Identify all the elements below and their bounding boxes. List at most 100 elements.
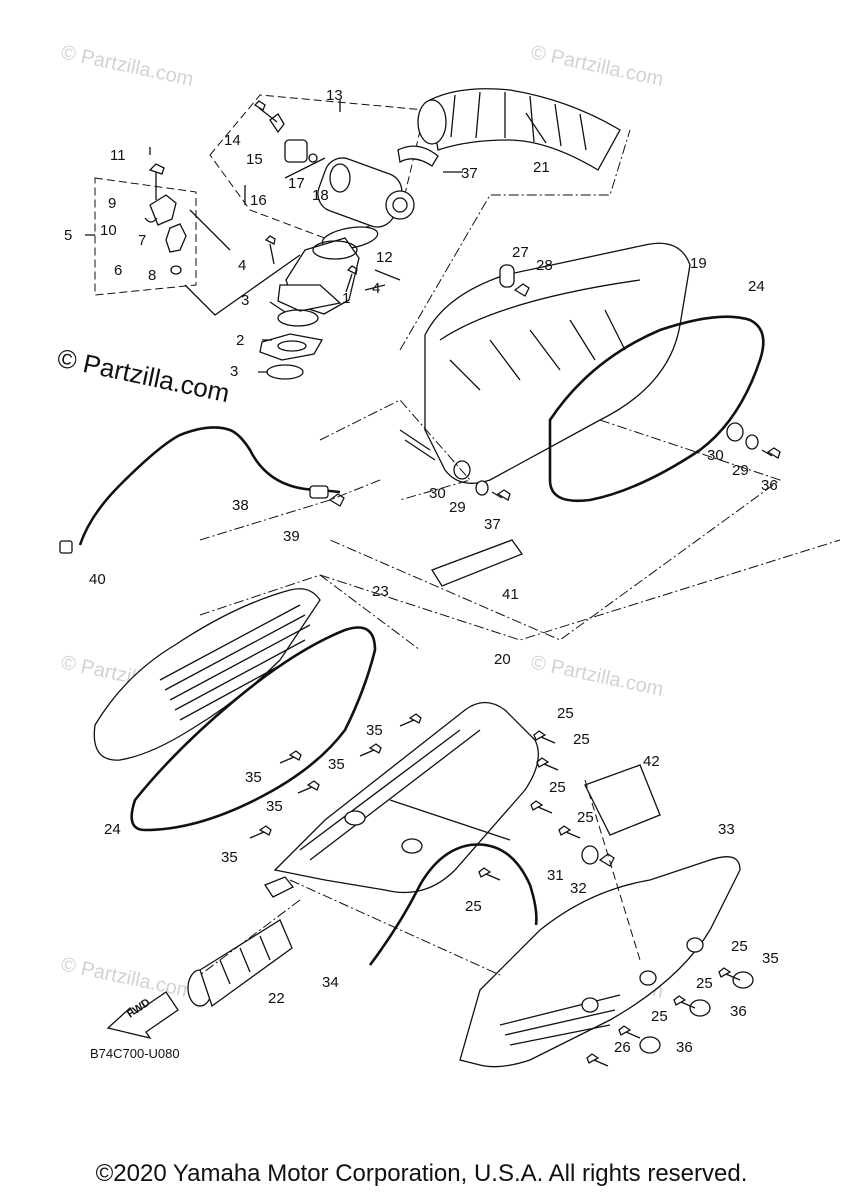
sponge-43: [584, 764, 661, 836]
callout-3: 3: [230, 363, 238, 380]
callout-35: 35: [245, 769, 262, 786]
callout-29: 29: [449, 499, 466, 516]
callout-labels: 1 2 3 3 4 4 5 6 7 8 9 10 11 12 13 14 15 …: [64, 87, 779, 1056]
screw-14: [253, 100, 278, 123]
callout-30: 30: [429, 485, 446, 502]
bolt-11: [148, 163, 165, 200]
watermark: © Partzilla.com: [59, 953, 195, 1003]
callout-30: 30: [707, 447, 724, 464]
guide-lower-b: [289, 879, 501, 976]
callout-36: 35: [762, 950, 779, 967]
clamp-38: [397, 145, 439, 167]
bracket-15: [269, 113, 285, 134]
callout-25: 25: [465, 898, 482, 915]
callout-21: 21: [533, 159, 550, 176]
callout-14: 14: [224, 132, 241, 149]
collar-30-left: [453, 460, 471, 480]
callout-37: 37: [484, 516, 501, 533]
throttle-body-assembly: [85, 88, 621, 380]
cap-ribs: [299, 729, 511, 861]
callout-13: 13: [326, 87, 343, 104]
grommet-36-a: [732, 971, 754, 989]
seal-24-lower: [130, 626, 377, 832]
callout-4: 4: [372, 280, 380, 297]
callout-27: 27: [512, 244, 529, 261]
fwd-arrow-icon: [106, 991, 179, 1040]
callout-19: 19: [690, 255, 707, 272]
callout-11: 11: [110, 147, 126, 164]
grommet-27: [499, 264, 515, 288]
collar-29-right: [745, 434, 759, 450]
callout-35: 35: [366, 722, 383, 739]
callout-20: 20: [494, 651, 511, 668]
callout-34: 34: [322, 974, 339, 991]
kit-box-5: [94, 177, 197, 296]
leader-lines-upper-2: [258, 112, 547, 373]
callout-33: 33: [718, 821, 735, 838]
hose-end: [309, 485, 329, 499]
callout-9: 9: [108, 195, 116, 212]
guide-lower-a: [584, 779, 641, 961]
injector-6: [165, 223, 187, 253]
insulator-hole: [277, 340, 307, 352]
throttle-sensor: [284, 139, 308, 163]
callout-38: 37: [461, 165, 478, 182]
leader-lines-upper: [85, 100, 341, 316]
callout-1: 1: [342, 290, 350, 307]
callout-28: 28: [536, 257, 553, 274]
callout-10: 10: [100, 222, 117, 239]
joint-flange: [277, 284, 342, 312]
clip-40: [328, 493, 345, 507]
plug-41: [59, 540, 73, 554]
cap-boss: [344, 810, 366, 826]
guide-line-c: [199, 479, 381, 541]
callout-25: 25: [573, 731, 590, 748]
callout-6: 6: [114, 262, 122, 279]
clip-10: [144, 217, 158, 223]
side-cover-33: [459, 856, 741, 1068]
callout-25: 25: [549, 779, 566, 796]
callout-18: 18: [312, 187, 329, 204]
o-ring-3-upper: [277, 309, 319, 327]
callout-25: 25: [577, 809, 594, 826]
bolt-37-left: [491, 489, 511, 501]
watermark: © Partzilla.com: [59, 41, 195, 91]
callout-25: 25: [651, 1008, 668, 1025]
callout-43: 42: [643, 753, 660, 770]
callout-22: 22: [268, 990, 285, 1007]
injector-9: [149, 194, 177, 226]
callout-32: 32: [570, 880, 587, 897]
element-frame-23: [93, 588, 321, 761]
bolt-4-left: [264, 235, 276, 265]
throttle-body-inlet: [329, 163, 351, 193]
case-ribs: [439, 279, 641, 391]
callout-8: 8: [148, 267, 156, 284]
callout-36: 36: [730, 1003, 747, 1020]
callout-26: 26: [614, 1039, 631, 1056]
cap-drain: [401, 838, 423, 854]
intake-duct-21: [429, 88, 621, 171]
callout-35: 35: [266, 798, 283, 815]
cover-hole-1: [581, 997, 599, 1013]
callout-2: 2: [236, 332, 244, 349]
callout-24: 24: [748, 278, 765, 295]
insulator-2: [259, 333, 324, 361]
cover-hole-2: [639, 970, 657, 986]
callout-24: 24: [104, 821, 121, 838]
grommet-36-c: [639, 1036, 661, 1054]
joint-mouth: [312, 240, 358, 260]
callout-42: 41: [502, 586, 519, 603]
callout-12: 12: [376, 249, 393, 266]
callout-16: 16: [250, 192, 267, 209]
callout-17: 17: [288, 175, 305, 192]
copyright-notice: ©2020 Yamaha Motor Corporation, U.S.A. A…: [95, 1160, 748, 1187]
guide-line-d: [329, 419, 782, 641]
clip-32: [598, 853, 615, 867]
callout-25: 25: [731, 938, 748, 955]
duct-22-ribs: [219, 935, 271, 985]
callout-3: 3: [241, 292, 249, 309]
guide-lower-c: [199, 899, 301, 976]
guide-lower-e: [319, 539, 841, 641]
callout-36: 36: [676, 1039, 693, 1056]
callout-40: 39: [283, 528, 300, 545]
